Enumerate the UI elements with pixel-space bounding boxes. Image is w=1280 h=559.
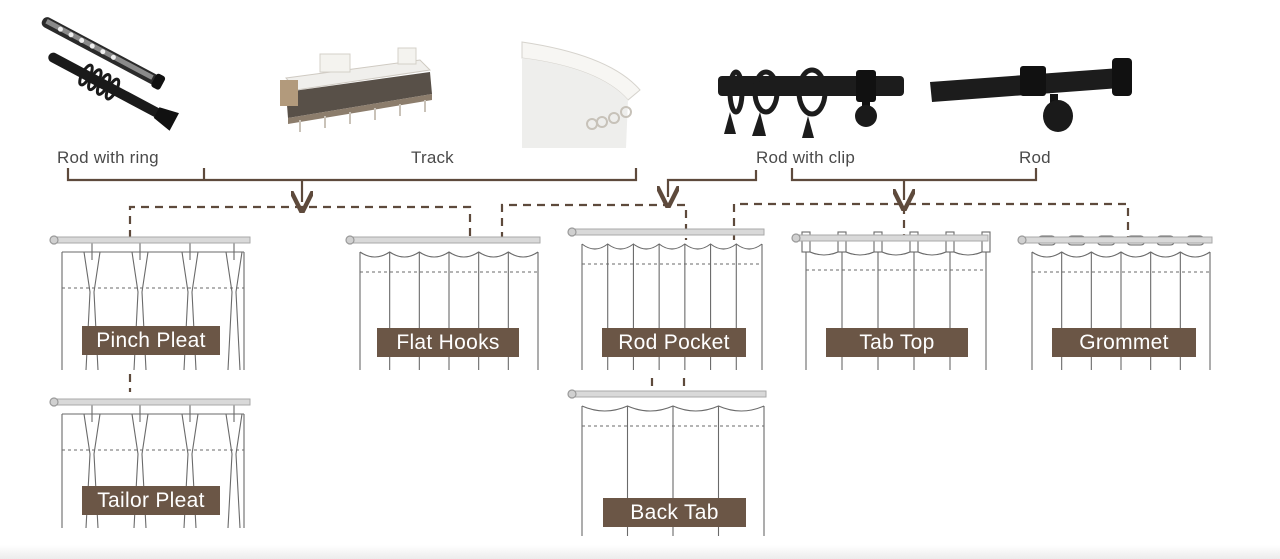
- flat-hooks-badge: Flat Hooks: [377, 328, 519, 357]
- back-tab-curtain-rod: [567, 389, 767, 399]
- rod-image: [930, 58, 1132, 132]
- rod-label: Rod: [1019, 148, 1051, 167]
- pinch-pleat-curtain: [61, 238, 245, 371]
- tailor-pleat-badge: Tailor Pleat: [82, 486, 220, 515]
- rod-pocket-curtain-rod: [567, 227, 765, 237]
- curved-track-image: [521, 41, 641, 148]
- grommet-curtain-rod: [1017, 235, 1213, 245]
- rod-with-clip-image: [718, 67, 904, 138]
- flat-hooks-curtain-rod: [345, 235, 541, 245]
- rod-pocket-badge: Rod Pocket: [602, 328, 746, 357]
- connectors: [66, 168, 1038, 202]
- tab-top-badge: Tab Top: [826, 328, 968, 357]
- pinch-pleat-badge: Pinch Pleat: [82, 326, 220, 355]
- rod-with-ring-image: [41, 17, 179, 131]
- grommet-badge: Grommet: [1052, 328, 1196, 357]
- rod-with-clip-label: Rod with clip: [756, 148, 855, 167]
- dashed-connectors: [128, 202, 1130, 396]
- tab-top-curtain-rod: [791, 233, 989, 243]
- rod-with-ring-label: Rod with ring: [57, 148, 159, 167]
- track-label: Track: [411, 148, 454, 167]
- tailor-pleat-curtain-rod: [49, 397, 251, 407]
- track-image: [280, 47, 432, 132]
- bottom-shade: [0, 545, 1280, 559]
- pinch-pleat-curtain-rod: [49, 235, 251, 245]
- back-tab-badge: Back Tab: [603, 498, 746, 527]
